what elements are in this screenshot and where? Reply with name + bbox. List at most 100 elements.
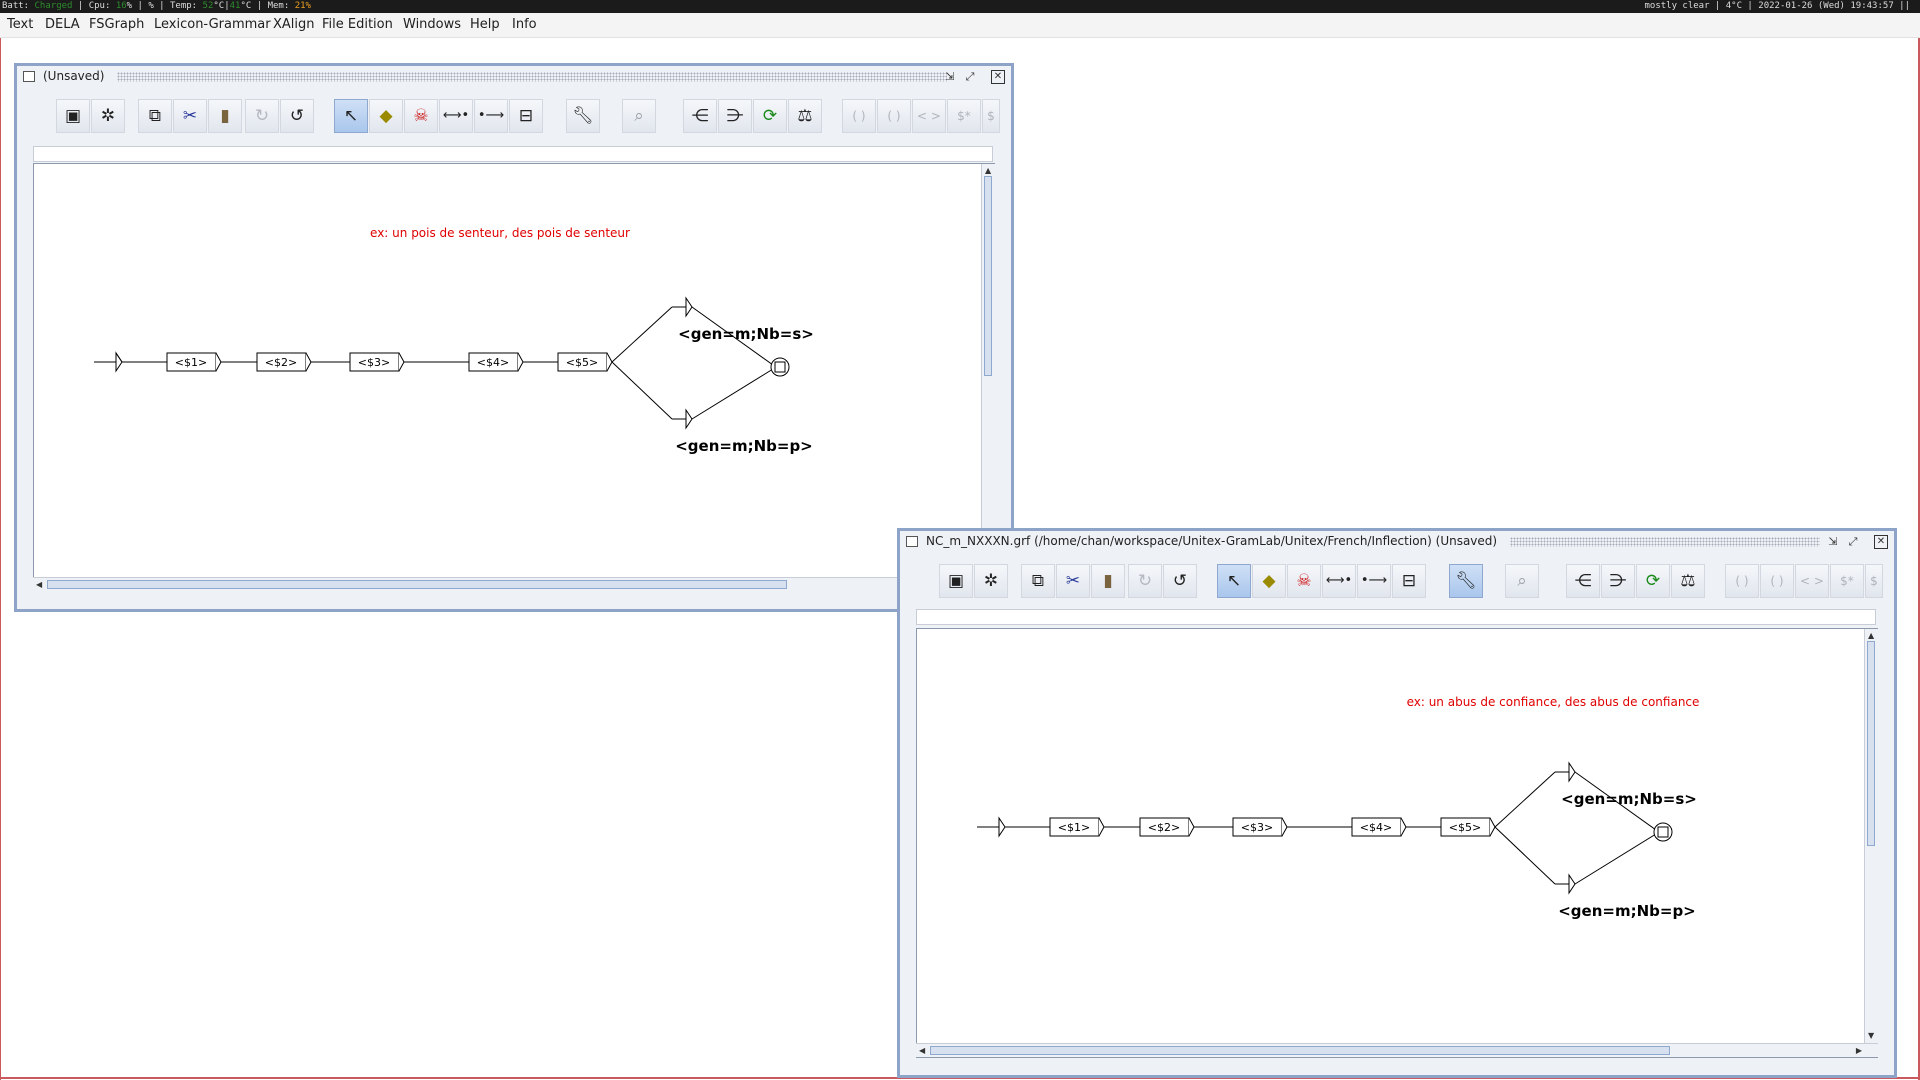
align-right-icon[interactable]: ⋺ xyxy=(718,99,752,133)
vertical-scrollbar-2[interactable]: ▲ ▼ xyxy=(1864,629,1878,1043)
configure-wrench-icon[interactable]: 🔧︎ xyxy=(1449,564,1483,598)
zoom-icon[interactable]: ⌕ xyxy=(622,99,656,133)
graph-box[interactable]: <$5> xyxy=(1440,817,1496,837)
menu-lexicon-grammar[interactable]: Lexicon-Grammar xyxy=(154,17,271,32)
graph-box[interactable]: <$4> xyxy=(1351,817,1407,837)
system-status-left: Batt: Charged | Cpu: 16% | % | Temp: 52°… xyxy=(2,0,311,13)
create-box-icon[interactable]: ◆ xyxy=(1252,564,1286,598)
maximize-icon[interactable]: ⤢ xyxy=(1848,535,1858,548)
disabled-paren-button-2[interactable]: ( ) xyxy=(877,99,911,133)
scroll-left-icon[interactable]: ◀ xyxy=(36,580,43,589)
configure-wrench-icon[interactable]: 🔧︎ xyxy=(566,99,600,133)
graph-box[interactable]: <$5> xyxy=(557,352,613,372)
scroll-right-icon[interactable]: ▶ xyxy=(1855,1046,1862,1055)
vertical-scrollbar-1[interactable]: ▲ xyxy=(981,164,995,590)
disabled-dollar-button[interactable]: $ xyxy=(1865,564,1883,598)
graph-box[interactable]: <$1> xyxy=(166,352,222,372)
graph-canvas-1[interactable]: ex: un pois de senteur, des pois de sent… xyxy=(33,163,995,591)
graph-window-2: NC_m_NXXXN.grf (/home/chan/workspace/Uni… xyxy=(897,528,1897,1078)
graph-box[interactable]: <$2> xyxy=(1139,817,1195,837)
open-box-icon[interactable]: ⊟ xyxy=(509,99,543,133)
iconify-icon[interactable]: ⇲ xyxy=(1828,535,1838,548)
align-left-icon[interactable]: ⋲ xyxy=(1566,564,1600,598)
horizontal-scroll-thumb[interactable] xyxy=(47,580,787,589)
menu-text[interactable]: Text xyxy=(7,17,34,32)
redo-icon[interactable]: ↻ xyxy=(1128,564,1162,598)
close-icon[interactable]: ✕ xyxy=(1874,535,1888,549)
undo-icon[interactable]: ↺ xyxy=(280,99,314,133)
copy-icon[interactable]: ⧉ xyxy=(138,99,172,133)
paste-icon[interactable]: ▮ xyxy=(1091,564,1125,598)
scroll-up-icon[interactable]: ▲ xyxy=(985,166,992,175)
select-pointer-icon[interactable]: ↖ xyxy=(1217,564,1251,598)
disabled-paren-button[interactable]: ( ) xyxy=(1725,564,1759,598)
copy-icon[interactable]: ⧉ xyxy=(1021,564,1055,598)
disabled-var-button[interactable]: $* xyxy=(1830,564,1864,598)
refresh-icon[interactable]: ⟳ xyxy=(1636,564,1670,598)
open-box-icon[interactable]: ⊟ xyxy=(1392,564,1426,598)
graph-box[interactable]: <$1> xyxy=(1049,817,1105,837)
select-pointer-icon[interactable]: ↖ xyxy=(334,99,368,133)
disabled-angle-button[interactable]: < > xyxy=(912,99,946,133)
disabled-paren-button-2[interactable]: ( ) xyxy=(1760,564,1794,598)
save-icon[interactable]: ▣ xyxy=(56,99,90,133)
box-label: <$3> xyxy=(358,356,390,369)
graph-box[interactable]: <$3> xyxy=(349,352,405,372)
menu-file-edition[interactable]: File Edition xyxy=(322,17,393,32)
vertical-scroll-thumb[interactable] xyxy=(984,176,992,376)
horizontal-scrollbar-2[interactable]: ◀ ▶ xyxy=(916,1043,1878,1057)
balance-icon[interactable]: ⚖ xyxy=(1671,564,1705,598)
compile-gear-icon[interactable]: ✲ xyxy=(91,99,125,133)
menu-windows[interactable]: Windows xyxy=(403,17,462,32)
kill-box-icon[interactable]: ☠ xyxy=(404,99,438,133)
vertical-scroll-thumb[interactable] xyxy=(1867,641,1875,846)
kill-box-icon[interactable]: ☠ xyxy=(1287,564,1321,598)
menu-info[interactable]: Info xyxy=(512,17,537,32)
redo-icon[interactable]: ↻ xyxy=(245,99,279,133)
link-reverse-icon[interactable]: •⟶ xyxy=(474,99,508,133)
link-boxes-icon[interactable]: ⟷• xyxy=(439,99,473,133)
graph-box[interactable]: <$4> xyxy=(468,352,524,372)
horizontal-scrollbar-1[interactable]: ◀ xyxy=(33,577,995,591)
disabled-paren-button[interactable]: ( ) xyxy=(842,99,876,133)
align-left-icon[interactable]: ⋲ xyxy=(683,99,717,133)
disabled-dollar-button[interactable]: $ xyxy=(982,99,1000,133)
graph-box[interactable]: <$2> xyxy=(256,352,312,372)
paste-icon[interactable]: ▮ xyxy=(208,99,242,133)
close-icon[interactable]: ✕ xyxy=(991,70,1005,84)
system-status-bar: Batt: Charged | Cpu: 16% | % | Temp: 52°… xyxy=(0,0,1920,13)
save-icon[interactable]: ▣ xyxy=(939,564,973,598)
maximize-icon[interactable]: ⤢ xyxy=(965,70,975,83)
scroll-up-icon[interactable]: ▲ xyxy=(1868,631,1875,640)
cut-icon[interactable]: ✂ xyxy=(173,99,207,133)
menu-fsgraph[interactable]: FSGraph xyxy=(89,17,145,32)
desktop-border-right xyxy=(1918,38,1920,1080)
box-text-input-1[interactable] xyxy=(33,146,993,162)
menu-xalign[interactable]: XAlign xyxy=(273,17,315,32)
graph-box[interactable]: <$3> xyxy=(1232,817,1288,837)
menu-help[interactable]: Help xyxy=(470,17,500,32)
horizontal-scroll-thumb[interactable] xyxy=(930,1046,1670,1055)
refresh-icon[interactable]: ⟳ xyxy=(753,99,787,133)
window-1-titlebar[interactable]: (Unsaved) ⇲ ⤢ ✕ xyxy=(17,66,1011,88)
disabled-angle-button[interactable]: < > xyxy=(1795,564,1829,598)
scroll-down-icon[interactable]: ▼ xyxy=(1868,1031,1875,1040)
balance-icon[interactable]: ⚖ xyxy=(788,99,822,133)
disabled-var-button[interactable]: $* xyxy=(947,99,981,133)
compile-gear-icon[interactable]: ✲ xyxy=(974,564,1008,598)
iconify-icon[interactable]: ⇲ xyxy=(945,70,955,83)
box-label: <$5> xyxy=(1449,821,1481,834)
align-right-icon[interactable]: ⋺ xyxy=(1601,564,1635,598)
scroll-left-icon[interactable]: ◀ xyxy=(919,1046,926,1055)
graph-canvas-2[interactable]: ex: un abus de confiance, des abus de co… xyxy=(916,628,1878,1058)
cut-icon[interactable]: ✂ xyxy=(1056,564,1090,598)
menu-dela[interactable]: DELA xyxy=(45,17,80,32)
box-text-input-2[interactable] xyxy=(916,609,1876,625)
undo-icon[interactable]: ↺ xyxy=(1163,564,1197,598)
zoom-icon[interactable]: ⌕ xyxy=(1505,564,1539,598)
window-2-titlebar[interactable]: NC_m_NXXXN.grf (/home/chan/workspace/Uni… xyxy=(900,531,1894,553)
create-box-icon[interactable]: ◆ xyxy=(369,99,403,133)
link-reverse-icon[interactable]: •⟶ xyxy=(1357,564,1391,598)
temp2-unit: °C | Mem: xyxy=(240,1,290,11)
link-boxes-icon[interactable]: ⟷• xyxy=(1322,564,1356,598)
